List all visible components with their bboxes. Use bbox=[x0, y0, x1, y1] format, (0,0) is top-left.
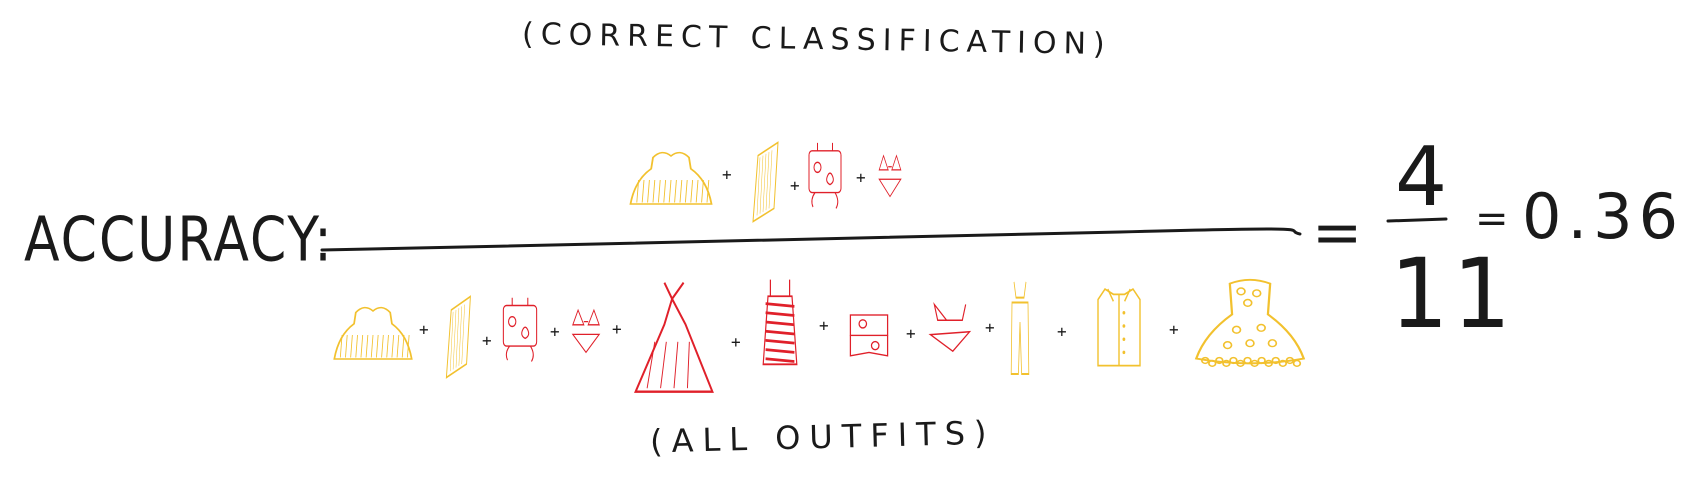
plus-sign: + bbox=[1169, 320, 1179, 339]
denominator-count: 11 bbox=[1390, 238, 1516, 351]
plus-sign: + bbox=[790, 176, 800, 195]
plus-sign: + bbox=[731, 333, 741, 352]
printed-shirt-icon bbox=[849, 314, 889, 357]
denominator-outfits: + + + + + + + + + + bbox=[333, 278, 1306, 393]
strapless-dress-icon bbox=[629, 151, 713, 205]
equals-sign: = bbox=[1312, 198, 1363, 268]
overalls-icon bbox=[1010, 281, 1030, 376]
plus-sign: + bbox=[419, 320, 429, 339]
robot-pajama-icon bbox=[808, 142, 842, 209]
bikini-icon bbox=[571, 308, 601, 354]
polka-dot-dress-icon bbox=[1194, 278, 1306, 367]
string-bikini-icon bbox=[928, 301, 972, 353]
plus-sign: + bbox=[856, 168, 866, 187]
small-fraction-bar bbox=[1386, 217, 1448, 223]
numerator-outfits: + + + bbox=[629, 141, 902, 223]
striped-dress-icon bbox=[762, 279, 798, 366]
equals-sign-2: = bbox=[1475, 196, 1509, 242]
strapless-dress-icon bbox=[333, 306, 413, 360]
numerator-count: 4 bbox=[1395, 130, 1448, 225]
long-dress-icon bbox=[634, 281, 714, 393]
robot-pajama-icon bbox=[502, 297, 538, 362]
plus-sign: + bbox=[1057, 322, 1067, 341]
plus-sign: + bbox=[482, 331, 492, 350]
accuracy-label: ACCURACY: bbox=[24, 205, 334, 276]
scarf-icon bbox=[445, 295, 471, 379]
plus-sign: + bbox=[612, 319, 622, 338]
plus-sign: + bbox=[985, 318, 995, 337]
plus-sign: + bbox=[550, 322, 560, 341]
plus-sign: + bbox=[906, 324, 916, 343]
accuracy-result: 0.36 bbox=[1522, 180, 1685, 253]
scarf-icon bbox=[752, 141, 779, 223]
coat-icon bbox=[1097, 287, 1141, 367]
fraction-bar bbox=[320, 227, 1302, 252]
bikini-icon bbox=[878, 154, 902, 198]
plus-sign: + bbox=[819, 316, 829, 335]
plus-sign: + bbox=[722, 165, 732, 184]
